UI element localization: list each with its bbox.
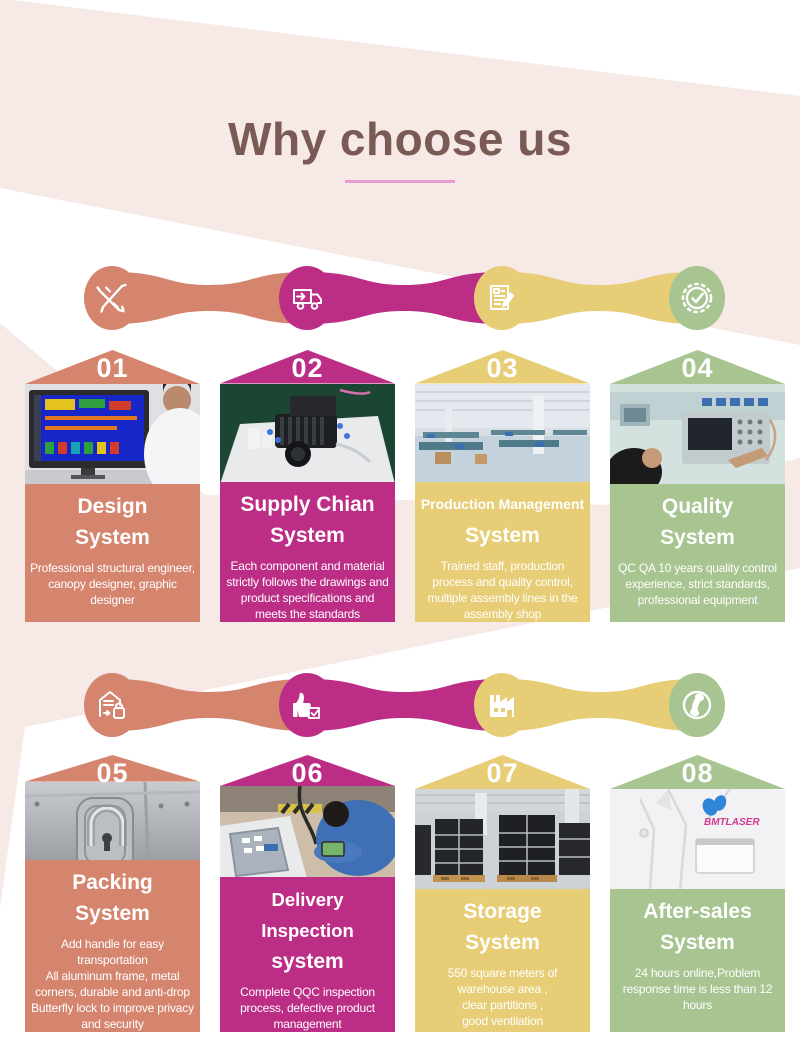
card-number: 01 — [96, 353, 129, 383]
card-08-after-sales-system: 08 — [610, 755, 785, 1032]
card-description: Professional structural engineer, canopy… — [30, 561, 195, 607]
card-06-delivery-inspection-system: 06 — [220, 755, 395, 1032]
icon-ribbon-row-1 — [0, 258, 800, 338]
pen-glyph — [502, 292, 515, 308]
card-title-line-1: Supply Chian — [240, 493, 375, 516]
card-description: Each component and material strictly fol… — [226, 559, 389, 621]
card-title-line-2: System — [270, 524, 345, 547]
photo-lab-coat-logo: BMTLASER — [610, 789, 785, 889]
card-title-line-1: Delivery Inspection — [261, 889, 354, 941]
photo-case-lock — [25, 781, 200, 860]
factory-icon — [474, 673, 530, 737]
card-row-2: 05 — [25, 755, 785, 1032]
card-body: Storage System 550 square meters of ware… — [415, 889, 590, 1032]
ribbon-segment-yellow — [502, 272, 697, 324]
ribbon-segment-yellow — [502, 679, 697, 731]
card-description: Add handle for easy transportation All a… — [31, 937, 194, 1031]
card-02-supply-chain-system: 02 — [220, 350, 395, 622]
photo-worker-inspecting — [220, 785, 395, 877]
page-title: Why choose us — [228, 113, 572, 165]
card-number: 08 — [681, 758, 714, 788]
card-title-line-1: Packing — [72, 871, 153, 894]
card-body: Packing System Add handle for easy trans… — [25, 860, 200, 1032]
title-underline — [345, 180, 455, 183]
delivery-truck-icon — [279, 266, 335, 330]
packing-house-icon — [84, 673, 140, 737]
card-description: 550 square meters of warehouse area , cl… — [447, 966, 558, 1028]
ribbon-graphic-row-2 — [84, 673, 725, 737]
card-title-line-2: System — [660, 931, 735, 954]
card-description: QC QA 10 years quality control experienc… — [618, 561, 777, 607]
card-body: Quality System QC QA 10 years quality co… — [610, 484, 785, 622]
card-body: After-sales System 24 hours online,Probl… — [610, 889, 785, 1032]
ribbon-graphic-row-1 — [84, 266, 725, 330]
logo-text: BMTLASER — [704, 817, 760, 828]
photo-factory-floor — [415, 383, 590, 482]
heading-block: Why choose us — [0, 112, 800, 183]
logo-butterfly — [702, 795, 727, 816]
photo-machine-components — [220, 383, 395, 482]
card-number: 05 — [96, 758, 129, 788]
card-01-design-system: 01 — [25, 350, 200, 622]
photo-warehouse-cases — [415, 789, 590, 889]
card-number: 02 — [291, 353, 324, 383]
inspection-document-icon — [474, 266, 530, 330]
ribbon-segment-salmon — [112, 679, 307, 731]
card-05-packing-system: 05 — [25, 755, 200, 1032]
card-number: 04 — [681, 353, 714, 383]
photo-pcb-design-workstation — [25, 384, 200, 484]
design-pencil-icon — [84, 266, 140, 330]
card-title-line-1: After-sales — [643, 900, 752, 923]
card-title-line-1: Storage — [463, 900, 542, 923]
card-number: 03 — [486, 353, 519, 383]
card-07-storage-system: 07 — [415, 755, 590, 1032]
card-body: Production Management System Trained sta… — [415, 482, 590, 622]
icon-ribbon-row-2 — [0, 665, 800, 745]
card-04-quality-system: 04 — [610, 350, 785, 622]
card-title-line-2: System — [465, 931, 540, 954]
photo-lab-testing — [610, 384, 785, 484]
thumbs-up-checklist-icon — [279, 673, 335, 737]
card-row-1: 01 — [25, 350, 785, 622]
card-description: 24 hours online,Problem response time is… — [622, 966, 773, 1012]
card-title-line-1: Production Management — [420, 496, 585, 512]
card-body: Supply Chian System Each component and m… — [220, 482, 395, 622]
quality-badge-icon — [669, 266, 725, 330]
card-description: Complete QQC inspection process, defecti… — [240, 985, 375, 1031]
card-title-line-2: system — [271, 950, 344, 973]
card-03-production-management-system: 03 — [415, 350, 590, 622]
card-title-line-2: System — [75, 526, 150, 549]
ribbon-segment-salmon — [112, 272, 307, 324]
card-title-line-2: System — [660, 526, 735, 549]
card-number: 06 — [291, 758, 324, 788]
card-body: Delivery Inspection system Complete QQC … — [220, 877, 395, 1032]
card-description: Trained staff, production process and qu… — [427, 559, 578, 621]
card-body: Design System Professional structural en… — [25, 484, 200, 622]
card-title-line-2: System — [465, 524, 540, 547]
ribbon-segment-magenta — [307, 679, 502, 731]
card-title-line-1: Design — [77, 495, 148, 518]
card-title-line-2: System — [75, 902, 150, 925]
phone-icon — [669, 673, 725, 737]
ribbon-segment-magenta — [307, 272, 502, 324]
card-number: 07 — [486, 758, 519, 788]
card-title-line-1: Quality — [661, 495, 734, 518]
